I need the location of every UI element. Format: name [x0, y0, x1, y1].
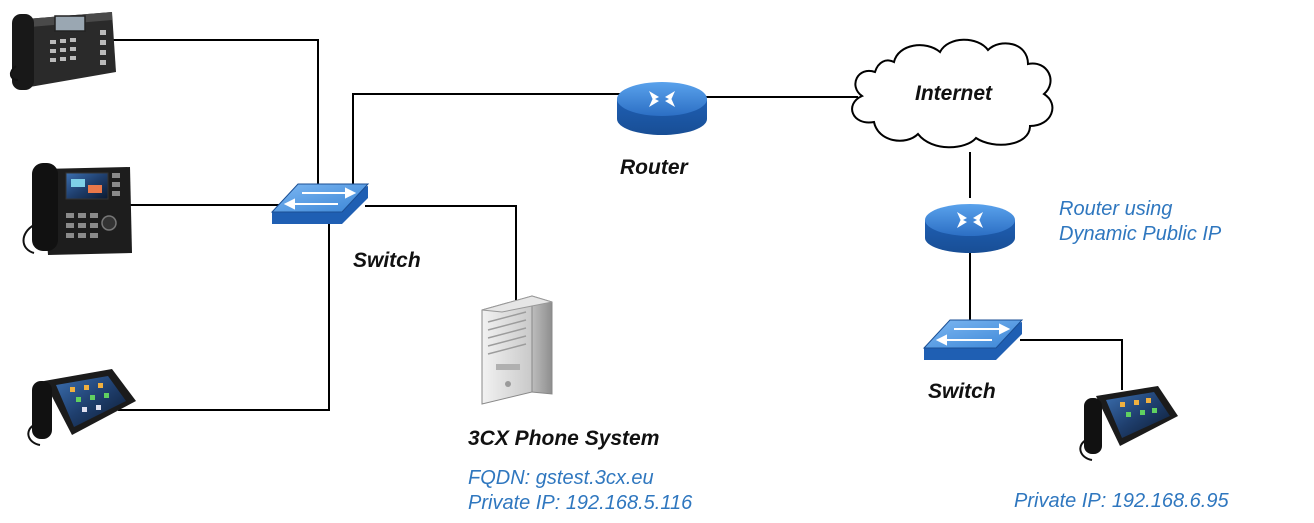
remote-router-label-line2: Dynamic Public IP: [1059, 223, 1222, 245]
network-switch-icon: [922, 319, 1024, 360]
pbx-name-label: 3CX Phone System: [468, 427, 660, 450]
network-switch-icon: [270, 183, 370, 224]
desk-phone-icon: [10, 12, 116, 90]
connection-lines: [112, 39, 1123, 411]
router-icon: [617, 82, 707, 135]
remote-router-label-line1: Router using: [1059, 198, 1173, 220]
color-screen-phone-icon: [22, 163, 132, 255]
touchscreen-phone-icon: [27, 369, 136, 446]
switch-label: Switch: [353, 249, 421, 272]
remote-phone-ip-label: Private IP: 192.168.6.95: [1014, 490, 1229, 512]
pbx-fqdn-label: FQDN: gstest.3cx.eu: [468, 467, 654, 489]
pbx-ip-label: Private IP: 192.168.5.116: [468, 492, 693, 514]
switch-label-remote: Switch: [928, 380, 996, 403]
touchscreen-phone-icon: [1079, 386, 1178, 461]
router-label: Router: [620, 156, 688, 179]
cloud-icon: [851, 38, 1054, 149]
router-icon: [925, 204, 1015, 253]
internet-label: Internet: [915, 82, 993, 105]
server-tower-icon: [481, 295, 553, 405]
